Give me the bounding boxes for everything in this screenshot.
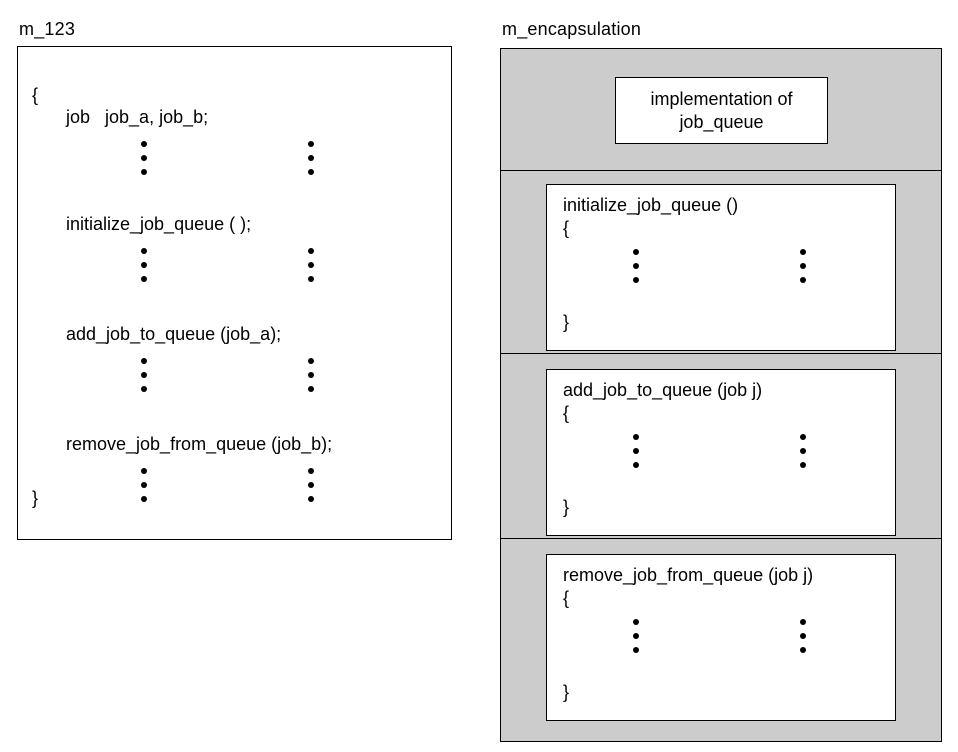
vertical-ellipsis-icon [308, 468, 315, 502]
section-divider [501, 353, 941, 354]
function-signature: remove_job_from_queue (job j) [563, 565, 814, 585]
function-box-add-job-to-queue: add_job_to_queue (job j) { } [546, 369, 896, 536]
client-code-line-declaration: job job_a, job_b; [66, 107, 209, 127]
function-open-brace: { [563, 403, 570, 423]
vertical-ellipsis-icon [141, 248, 148, 282]
vertical-ellipsis-icon [633, 619, 640, 653]
section-divider [501, 538, 941, 539]
vertical-ellipsis-icon [633, 434, 640, 468]
vertical-ellipsis-icon [308, 248, 315, 282]
function-close-brace: } [563, 682, 570, 702]
function-box-initialize-job-queue: initialize_job_queue () { } [546, 184, 896, 351]
function-signature: add_job_to_queue (job j) [563, 380, 763, 400]
vertical-ellipsis-icon [800, 434, 807, 468]
vertical-ellipsis-icon [633, 249, 640, 283]
encapsulation-module-panel: implementation of job_queue initialize_j… [500, 48, 942, 742]
client-code-line-add-job: add_job_to_queue (job_a); [66, 324, 282, 344]
client-code-line-initialize: initialize_job_queue ( ); [66, 214, 252, 234]
vertical-ellipsis-icon [800, 619, 807, 653]
implementation-box-label: implementation of job_queue [650, 88, 793, 132]
vertical-ellipsis-icon [308, 141, 315, 175]
client-open-brace: { [32, 85, 39, 105]
client-module-box: { job job_a, job_b; initialize_job_queue… [17, 46, 452, 540]
function-open-brace: { [563, 218, 570, 238]
function-close-brace: } [563, 497, 570, 517]
implementation-box: implementation of job_queue [615, 77, 828, 144]
function-box-remove-job-from-queue: remove_job_from_queue (job j) { } [546, 554, 896, 721]
vertical-ellipsis-icon [141, 358, 148, 392]
function-open-brace: { [563, 588, 570, 608]
vertical-ellipsis-icon [800, 249, 807, 283]
client-module-caption: m_123 [19, 19, 76, 39]
function-close-brace: } [563, 312, 570, 332]
function-signature: initialize_job_queue () [563, 195, 739, 215]
vertical-ellipsis-icon [308, 358, 315, 392]
client-close-brace: } [32, 488, 39, 508]
client-code-line-remove-job: remove_job_from_queue (job_b); [66, 434, 333, 454]
section-divider [501, 170, 941, 171]
vertical-ellipsis-icon [141, 468, 148, 502]
vertical-ellipsis-icon [141, 141, 148, 175]
encapsulation-module-caption: m_encapsulation [502, 19, 642, 39]
